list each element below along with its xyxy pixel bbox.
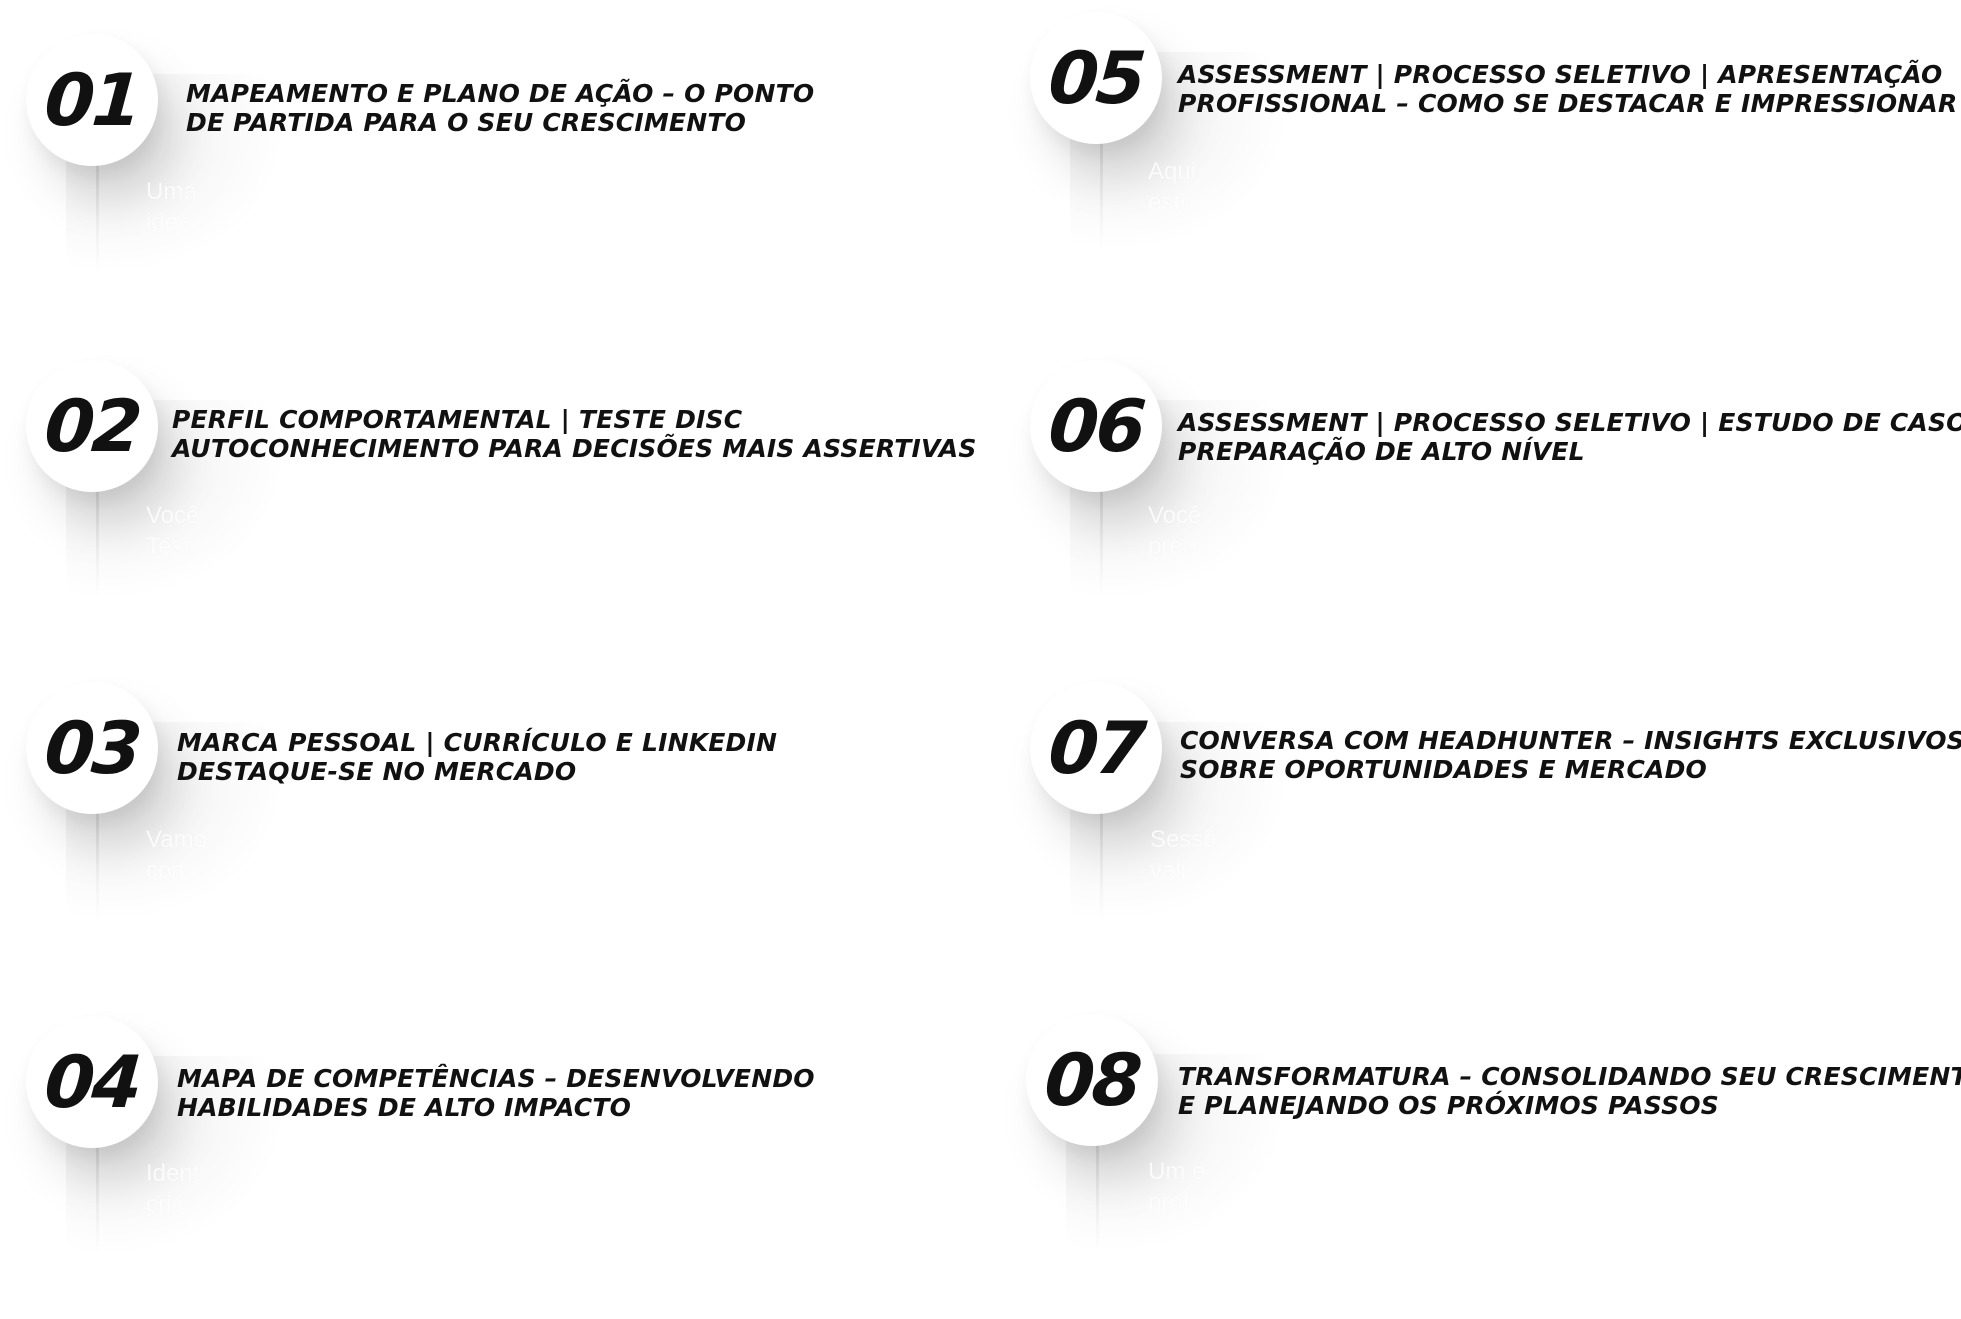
step-number-badge bbox=[1030, 12, 1162, 144]
step-title-line-2: E PLANEJANDO OS PRÓXIMOS PASSOS bbox=[1178, 1091, 1719, 1120]
step-description: Um e prof bbox=[1148, 1156, 1228, 1218]
step-02: 02 PERFIL COMPORTAMENTAL | TESTE DISC AU… bbox=[26, 360, 976, 610]
step-connector-line bbox=[96, 152, 99, 272]
step-title: TRANSFORMATURA – CONSOLIDANDO SEU CRESCI… bbox=[1178, 1062, 1961, 1120]
step-title-line-2: DESTAQUE-SE NO MERCADO bbox=[177, 757, 577, 786]
step-description-line-2: cric bbox=[146, 1191, 184, 1218]
step-description-line-2: estr bbox=[1148, 189, 1189, 216]
step-description: Aqui estr bbox=[1148, 156, 1228, 218]
step-description-line-1: Aqui bbox=[1148, 158, 1197, 185]
step-description-line-2: iden bbox=[146, 209, 192, 236]
step-description-line-1: Sessõ bbox=[1150, 826, 1217, 853]
step-description: Vamo com bbox=[146, 824, 226, 886]
step-description-line-1: Um e bbox=[1148, 1158, 1206, 1185]
step-title: ASSESSMENT | PROCESSO SELETIVO | APRESEN… bbox=[1178, 60, 1957, 118]
step-07: 07 CONVERSA COM HEADHUNTER – INSIGHTS EX… bbox=[1030, 682, 1961, 932]
step-description: Você Test bbox=[146, 500, 226, 562]
step-title-line-2: DE PARTIDA PARA O SEU CRESCIMENTO bbox=[186, 108, 747, 137]
step-title-line-2: PREPARAÇÃO DE ALTO NÍVEL bbox=[1178, 437, 1585, 466]
step-title-line-2: SOBRE OPORTUNIDADES E MERCADO bbox=[1180, 755, 1708, 784]
step-title: PERFIL COMPORTAMENTAL | TESTE DISC AUTOC… bbox=[172, 405, 977, 463]
step-number-badge bbox=[1030, 360, 1162, 492]
step-description-line-1: Uma bbox=[146, 178, 197, 205]
step-title-line-1: ASSESSMENT | PROCESSO SELETIVO | APRESEN… bbox=[1178, 60, 1943, 89]
step-title-line-1: MAPA DE COMPETÊNCIAS – DESENVOLVENDO bbox=[177, 1064, 815, 1093]
step-connector-line bbox=[1100, 130, 1103, 250]
step-title-line-1: TRANSFORMATURA – CONSOLIDANDO SEU CRESCI… bbox=[1178, 1062, 1961, 1091]
step-description-line-2: prof bbox=[1148, 1189, 1190, 1216]
step-04: 04 MAPA DE COMPETÊNCIAS – DESENVOLVENDO … bbox=[26, 1016, 926, 1266]
step-number: 06 bbox=[1045, 384, 1147, 468]
step-number-badge bbox=[1030, 682, 1162, 814]
step-connector-line bbox=[96, 478, 99, 598]
step-title-line-1: PERFIL COMPORTAMENTAL | TESTE DISC bbox=[172, 405, 743, 434]
step-connector-line bbox=[96, 1134, 99, 1254]
step-description: Sessõ vali bbox=[1150, 824, 1230, 886]
step-connector-line bbox=[1100, 800, 1103, 920]
step-06: 06 ASSESSMENT | PROCESSO SELETIVO | ESTU… bbox=[1030, 360, 1961, 610]
step-03: 03 MARCA PESSOAL | CURRÍCULO E LINKEDIN … bbox=[26, 682, 926, 932]
step-title: MARCA PESSOAL | CURRÍCULO E LINKEDIN DES… bbox=[177, 728, 777, 786]
step-connector-line bbox=[1096, 1132, 1099, 1252]
step-description-line-2: com bbox=[146, 857, 192, 884]
step-title-line-2: HABILIDADES DE ALTO IMPACTO bbox=[177, 1093, 632, 1122]
step-connector-line bbox=[1100, 478, 1103, 598]
step-title: MAPA DE COMPETÊNCIAS – DESENVOLVENDO HAB… bbox=[177, 1064, 815, 1122]
step-description: Ident cric bbox=[146, 1158, 226, 1220]
step-description-line-2: vali bbox=[1150, 857, 1187, 884]
step-description: Você prep bbox=[1148, 500, 1228, 562]
step-title: MAPEAMENTO E PLANO DE AÇÃO – O PONTO DE … bbox=[186, 79, 814, 137]
step-number: 02 bbox=[41, 384, 143, 468]
step-description-line-1: Você bbox=[1148, 502, 1202, 529]
step-title: ASSESSMENT | PROCESSO SELETIVO | ESTUDO … bbox=[1178, 408, 1961, 466]
step-number-badge bbox=[26, 360, 158, 492]
step-title-line-2: AUTOCONHECIMENTO PARA DECISÕES MAIS ASSE… bbox=[172, 434, 977, 463]
step-number: 08 bbox=[1041, 1038, 1143, 1122]
step-number-badge bbox=[26, 1016, 158, 1148]
step-number: 01 bbox=[41, 58, 143, 142]
step-number: 05 bbox=[1045, 36, 1147, 120]
step-title: CONVERSA COM HEADHUNTER – INSIGHTS EXCLU… bbox=[1180, 726, 1961, 784]
step-description-line-1: Ident bbox=[146, 1160, 200, 1187]
step-number: 03 bbox=[41, 706, 143, 790]
step-title-line-1: CONVERSA COM HEADHUNTER – INSIGHTS EXCLU… bbox=[1180, 726, 1961, 755]
step-title-line-1: ASSESSMENT | PROCESSO SELETIVO | ESTUDO … bbox=[1178, 408, 1961, 437]
step-title-line-1: MAPEAMENTO E PLANO DE AÇÃO – O PONTO bbox=[186, 79, 815, 108]
step-number-badge bbox=[26, 34, 158, 166]
step-01: 01 MAPEAMENTO E PLANO DE AÇÃO – O PONTO … bbox=[26, 34, 926, 284]
step-description-line-2: prep bbox=[1148, 533, 1197, 560]
step-number-badge bbox=[1026, 1014, 1158, 1146]
step-connector-line bbox=[96, 800, 99, 920]
step-description-line-1: Você bbox=[146, 502, 200, 529]
step-description: Uma iden bbox=[146, 176, 226, 238]
step-title-line-2: PROFISSIONAL – COMO SE DESTACAR E IMPRES… bbox=[1178, 89, 1958, 118]
step-description-line-1: Vamo bbox=[146, 826, 207, 853]
step-title-line-1: MARCA PESSOAL | CURRÍCULO E LINKEDIN bbox=[177, 728, 778, 757]
step-number-badge bbox=[26, 682, 158, 814]
step-number: 04 bbox=[41, 1040, 143, 1124]
step-05: 05 ASSESSMENT | PROCESSO SELETIVO | APRE… bbox=[1030, 12, 1957, 262]
step-number: 07 bbox=[1045, 706, 1147, 790]
step-description-line-2: Test bbox=[146, 533, 191, 560]
step-08: 08 TRANSFORMATURA – CONSOLIDANDO SEU CRE… bbox=[1026, 1014, 1961, 1264]
